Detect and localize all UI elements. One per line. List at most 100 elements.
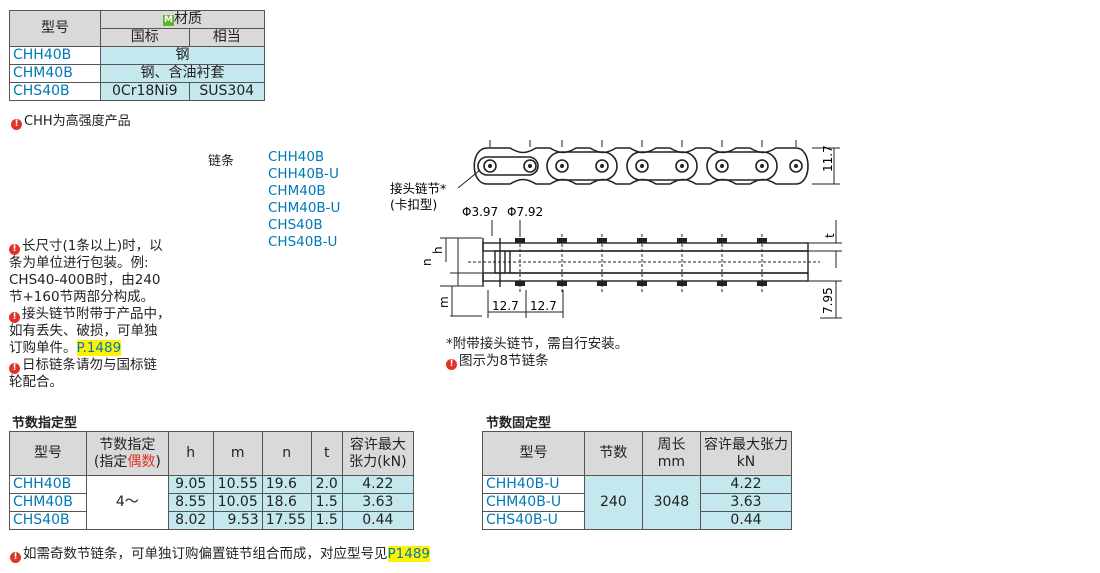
bottom-note: !如需奇数节链条，可单独订购偏置链节组合而成，对应型号见P1489 [10,546,430,563]
material-table: 型号 M材质 国标 相当 CHH40B 钢 CHM40B 钢、含油衬套 CHS4… [9,10,266,101]
t2-header-length-line1: 周长 [657,436,686,453]
material-model-2: CHM40B [9,64,101,83]
note-line: 订购单件。 [9,340,77,356]
t1-force: 3.63 [341,493,415,512]
t1-links: 4～ [86,475,169,530]
note-line: 轮配合。 [9,374,63,390]
t1-m: 10.05 [212,493,263,512]
t1-n: 19.6 [261,475,312,494]
material-header-xiangdang: 相当 [188,28,266,47]
t2-header-links: 节数 [583,431,643,476]
pitch-ticks [489,140,797,147]
t2-model: CHM40B-U [482,493,585,512]
t1-force: 4.22 [341,475,415,494]
drawing-note-2: 图示为8节链条 [459,353,549,369]
dim-7-95-label: 7.95 [821,287,835,314]
t1-header-links-even: 偶数 [127,453,156,470]
chain-label: 链条 [208,154,235,169]
chain-roller-pins [488,164,798,168]
side-centerlines [468,234,820,292]
page-ref-link[interactable]: P1489 [387,546,430,562]
t1-h: 8.55 [167,493,214,512]
drawing-note-1: *附带接头链节，需自行安装。 [446,336,629,352]
material-badge-icon: M [163,15,174,26]
t1-model: CHH40B [9,475,87,494]
t2-links: 240 [583,475,643,530]
t1-t: 1.5 [310,493,343,512]
warning-icon: ! [9,363,20,374]
t1-t: 2.0 [310,475,343,494]
spec-table-fixed: 型号 节数 周长 mm 容许最大张力 kN CHH40B-U 240 3048 … [482,431,792,530]
t1-header-links-c: ) [155,453,161,470]
t1-t: 1.5 [310,511,343,530]
material-header-model: 型号 [9,10,101,47]
t1-force: 0.44 [341,511,415,530]
page-ref-link[interactable]: P.1489 [76,340,122,356]
t2-model: CHS40B-U [482,511,585,530]
table1-title: 节数指定型 [12,416,78,431]
chain-model-list: CHH40B CHH40B-U CHM40B CHM40B-U CHS40B C… [268,149,340,251]
right-dims [808,220,842,319]
diameter-pin-label: Φ3.97 [462,205,498,219]
t1-m: 9.53 [212,511,263,530]
bottom-note-text: 如需奇数节链条，可单独订购偏置链节组合而成，对应型号见 [23,546,388,562]
joint-leader-line [457,169,481,189]
table-row: CHH40B-U 240 3048 4.22 [482,475,792,530]
t1-header-links-a: (指定 [93,453,128,470]
material-model-3: CHS40B [9,82,101,101]
t2-model: CHH40B-U [482,475,585,494]
chain-model: CHS40B [268,217,323,233]
material-note-text: CHH为高强度产品 [24,114,131,129]
t1-header-n: n [261,431,312,476]
warning-icon: ! [9,244,20,255]
t2-force: 3.63 [700,493,792,512]
material-guobiao-3: 0Cr18Ni9 [100,82,190,101]
note-line: CHS40-400B时，由240 [9,272,161,288]
note-line: 长尺寸(1条以上)时，以 [22,238,163,254]
material-header: M材质 [100,10,265,29]
t1-header-t: t [310,431,343,476]
t1-n: 17.55 [261,511,312,530]
material-header-guobiao: 国标 [100,28,190,47]
t1-header-links: 节数指定 (指定偶数) [86,431,169,476]
t1-header-force: 容许最大 张力(kN) [341,431,415,476]
chain-drawing: 11.7 接头链节* (卡扣型) Φ3.97 Φ7.92 [390,140,842,319]
chain-model: CHH40B-U [268,166,339,182]
material-note: !CHH为高强度产品 [11,113,131,130]
dim-t-label: t [823,233,837,238]
dim-11-7 [812,147,840,185]
t1-model: CHS40B [9,511,87,530]
t1-h: 9.05 [167,475,214,494]
table-row: CHS40B 8.02 9.53 17.55 1.5 0.44 [9,511,415,530]
note-line: 如有丢失、破损，可单独 [9,323,158,339]
material-value-1: 钢 [100,46,265,65]
t1-header-links-line1: 节数指定 [99,436,156,453]
material-header-label: 材质 [174,11,202,27]
note-line: 条为单位进行包装。例: [9,255,149,271]
table-row: CHS40B-U 0.44 [482,511,792,530]
pitch-2-label: 12.7 [530,299,557,313]
t1-header-force-line1: 容许最大 [349,436,406,453]
diameter-roller-label: Φ7.92 [507,205,543,219]
table-row: CHM40B-U 3.63 [482,493,792,512]
dim-h-label: h [431,246,445,254]
warning-icon: ! [9,312,20,323]
chain-model: CHS40B-U [268,234,338,250]
dim-n-label: n [420,258,434,266]
warning-icon: ! [10,552,21,563]
table-row: CHM40B 8.55 10.05 18.6 1.5 3.63 [9,493,415,512]
table2-title: 节数固定型 [486,416,552,431]
left-dims [440,237,482,317]
chain-model: CHH40B [268,149,325,165]
t2-header-force-line2: kN [736,453,756,470]
t2-force: 0.44 [700,511,792,530]
t2-header-length: 周长 mm [641,431,702,476]
t1-n: 18.6 [261,493,312,512]
pitch-1-label: 12.7 [492,299,519,313]
joint-label-1: 接头链节* [390,181,446,196]
dim-m-label: m [437,296,451,308]
t2-header-length-line2: mm [657,453,686,470]
t2-header-force-line1: 容许最大张力 [704,436,788,453]
dim-11-7-label: 11.7 [821,145,835,172]
spec-table-variable: 型号 节数指定 (指定偶数) h m n t 容许最大 张力(kN) CHH40… [9,431,415,530]
